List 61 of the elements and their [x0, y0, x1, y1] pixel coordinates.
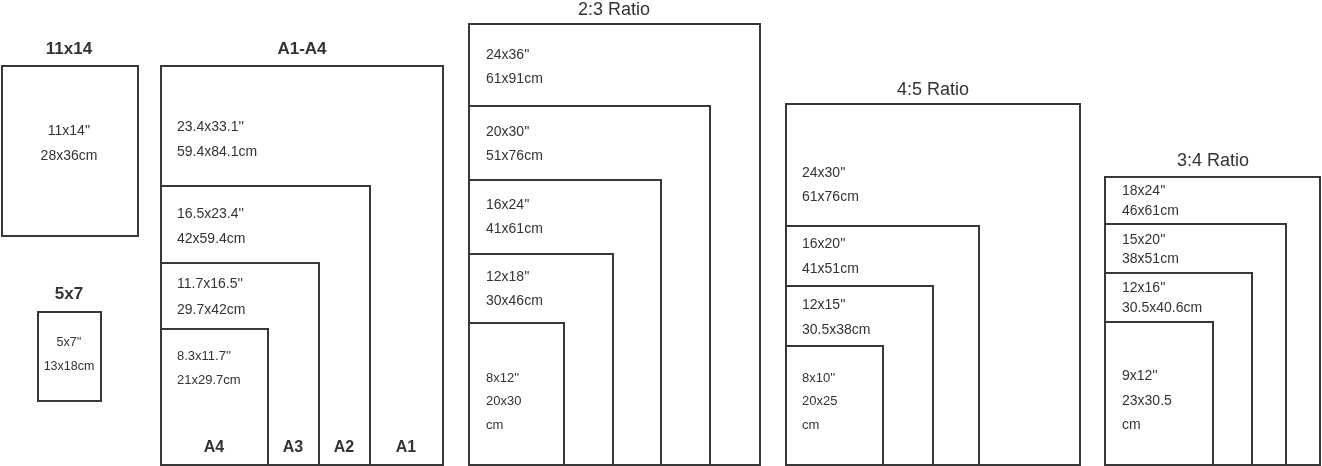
- size-frame: [468, 253, 614, 466]
- size-text: 23.4x33.1'': [177, 119, 244, 133]
- size-frame: [468, 105, 711, 466]
- size-text: 38x51cm: [1122, 251, 1179, 265]
- size-text: 12x15'': [802, 297, 846, 311]
- size-text: 8x10'': [802, 370, 836, 384]
- size-text: 8x12'': [486, 370, 520, 384]
- size-frame: [160, 185, 371, 466]
- size-text: 16x20'': [802, 236, 846, 250]
- size-text: 59.4x84.1cm: [177, 144, 258, 158]
- size-text: 41x61cm: [486, 221, 543, 235]
- size-text: 46x61cm: [1122, 203, 1179, 217]
- size-text: 11.7x16.5'': [177, 276, 243, 290]
- size-text: 42x59.4cm: [177, 231, 246, 245]
- size-text: 20x30 cm: [486, 392, 522, 434]
- size-frame: [468, 322, 565, 466]
- size-text: 15x20'': [1122, 232, 1166, 246]
- size-frame: [1104, 321, 1214, 466]
- size-text: 41x51cm: [802, 261, 859, 275]
- size-text: 11x14'': [47, 123, 91, 137]
- size-text: 30.5x40.6cm: [1122, 300, 1203, 314]
- size-text: 29.7x42cm: [177, 302, 246, 316]
- group-title: A1-A4: [277, 39, 327, 57]
- size-text: 13x18cm: [43, 359, 95, 373]
- size-frame: [785, 225, 980, 466]
- group-title: 3:4 Ratio: [1177, 151, 1249, 169]
- size-text: 30x46cm: [486, 293, 543, 307]
- size-text: 20x30'': [486, 124, 530, 138]
- size-text: 21x29.7cm: [177, 372, 241, 386]
- size-text: 30.5x38cm: [802, 322, 871, 336]
- group-title: 4:5 Ratio: [897, 80, 969, 98]
- size-text: 24x36'': [486, 47, 530, 61]
- size-text: 61x91cm: [486, 71, 543, 85]
- size-text: 12x16'': [1122, 280, 1166, 294]
- size-text: 12x18'': [486, 269, 530, 283]
- paper-size-label: A4: [203, 439, 225, 455]
- size-text: 28x36cm: [40, 148, 98, 162]
- size-frame: [160, 262, 320, 466]
- group-title: 5x7: [54, 284, 84, 302]
- size-frame: [1104, 223, 1287, 466]
- size-frame: [468, 179, 662, 466]
- size-text: 51x76cm: [486, 148, 543, 162]
- group-title: 11x14: [45, 39, 93, 57]
- group-title: 2:3 Ratio: [578, 0, 650, 18]
- size-text: 16.5x23.4'': [177, 206, 244, 220]
- size-text: 5x7'': [56, 335, 82, 349]
- size-text: 16x24'': [486, 197, 530, 211]
- paper-size-label: A2: [333, 439, 355, 455]
- size-text: 9x12'': [1122, 368, 1158, 382]
- size-text: 23x30.5 cm: [1122, 391, 1172, 434]
- size-text: 61x76cm: [802, 189, 859, 203]
- size-text: 20x25 cm: [802, 392, 838, 434]
- paper-size-label: A1: [395, 439, 417, 455]
- size-frame: [785, 285, 934, 466]
- size-text: 24x30'': [802, 165, 846, 179]
- size-frame: [785, 345, 884, 466]
- size-text: 8.3x11.7'': [177, 348, 231, 362]
- size-text: 18x24'': [1122, 183, 1166, 197]
- size-frame: [160, 328, 269, 466]
- size-frame: [1104, 272, 1253, 466]
- paper-size-label: A3: [282, 439, 304, 455]
